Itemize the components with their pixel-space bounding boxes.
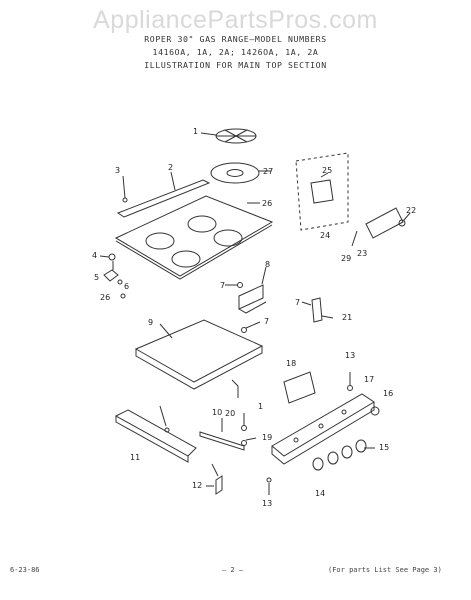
part-callout-label: 22	[406, 206, 416, 215]
bottom-trim-part	[114, 405, 197, 463]
side-clip-parts	[301, 297, 334, 323]
part-callout-label: 16	[383, 389, 393, 398]
header-title: ROPER 30" GAS RANGE—MODEL NUMBERS	[144, 34, 327, 44]
part-callout-label: 9	[148, 318, 153, 327]
part-callout-label: 7	[295, 298, 300, 307]
part-callout-label: 24	[320, 231, 330, 240]
part-callout-label: 11	[130, 453, 140, 462]
footer-date: 6-23-86	[10, 566, 40, 574]
bottom-bracket-part	[206, 463, 272, 495]
part-callout-label: 7	[220, 281, 225, 290]
part-callout-label: 26	[262, 199, 272, 208]
rear-trim-part	[116, 171, 211, 218]
cooktop-part	[114, 195, 274, 280]
part-callout-label: 26	[100, 293, 110, 302]
part-callout-label: 14	[315, 489, 325, 498]
header-subtitle: ILLUSTRATION FOR MAIN TOP SECTION	[144, 60, 327, 70]
part-callout-label: 6	[124, 282, 129, 291]
part-callout-label: 29	[341, 254, 351, 263]
part-callout-label: 7	[264, 317, 269, 326]
part-callout-label: 5	[94, 273, 99, 282]
part-callout-label: 1	[193, 127, 198, 136]
part-callout-label: 25	[322, 166, 332, 175]
burner-bowl-part	[210, 162, 271, 184]
rod-part	[199, 418, 245, 451]
part-callout-label: 21	[342, 313, 352, 322]
part-callout-label: 20	[225, 409, 235, 418]
part-callout-label: 13	[262, 499, 272, 508]
front-panel-part	[271, 372, 380, 465]
part-callout-label: 13	[345, 351, 355, 360]
screw-parts	[241, 413, 257, 446]
burner-part	[200, 128, 257, 144]
part-callout-label: 17	[364, 375, 374, 384]
part-callout-label: 19	[262, 433, 272, 442]
part-callout-label: 1	[258, 402, 263, 411]
footer-note: (For parts List See Page 3)	[328, 566, 442, 574]
part-callout-label: 27	[263, 167, 273, 176]
part-callout-label: 8	[265, 260, 270, 269]
part-callout-label: 15	[379, 443, 389, 452]
panel-part	[351, 207, 411, 247]
control-box-group	[295, 152, 349, 231]
part-callout-label: 12	[192, 481, 202, 490]
part-callout-label: 2	[168, 163, 173, 172]
small-panel-part	[283, 371, 316, 404]
part-callout-label: 3	[115, 166, 120, 175]
bracket-part	[225, 266, 267, 314]
footer-page: — 2 —	[222, 566, 244, 574]
valve-parts	[99, 253, 126, 299]
header-models: 1416OA, 1A, 2A; 1426OA, 1A, 2A	[152, 47, 319, 57]
part-callout-label: 10	[212, 408, 222, 417]
part-callout-label: 23	[357, 249, 367, 258]
part-callout-label: 4	[92, 251, 97, 260]
watermark: AppliancePartsPros.com	[93, 6, 378, 34]
part-callout-label: 18	[286, 359, 296, 368]
knob-parts	[312, 439, 375, 471]
drip-tray-part	[134, 319, 264, 398]
